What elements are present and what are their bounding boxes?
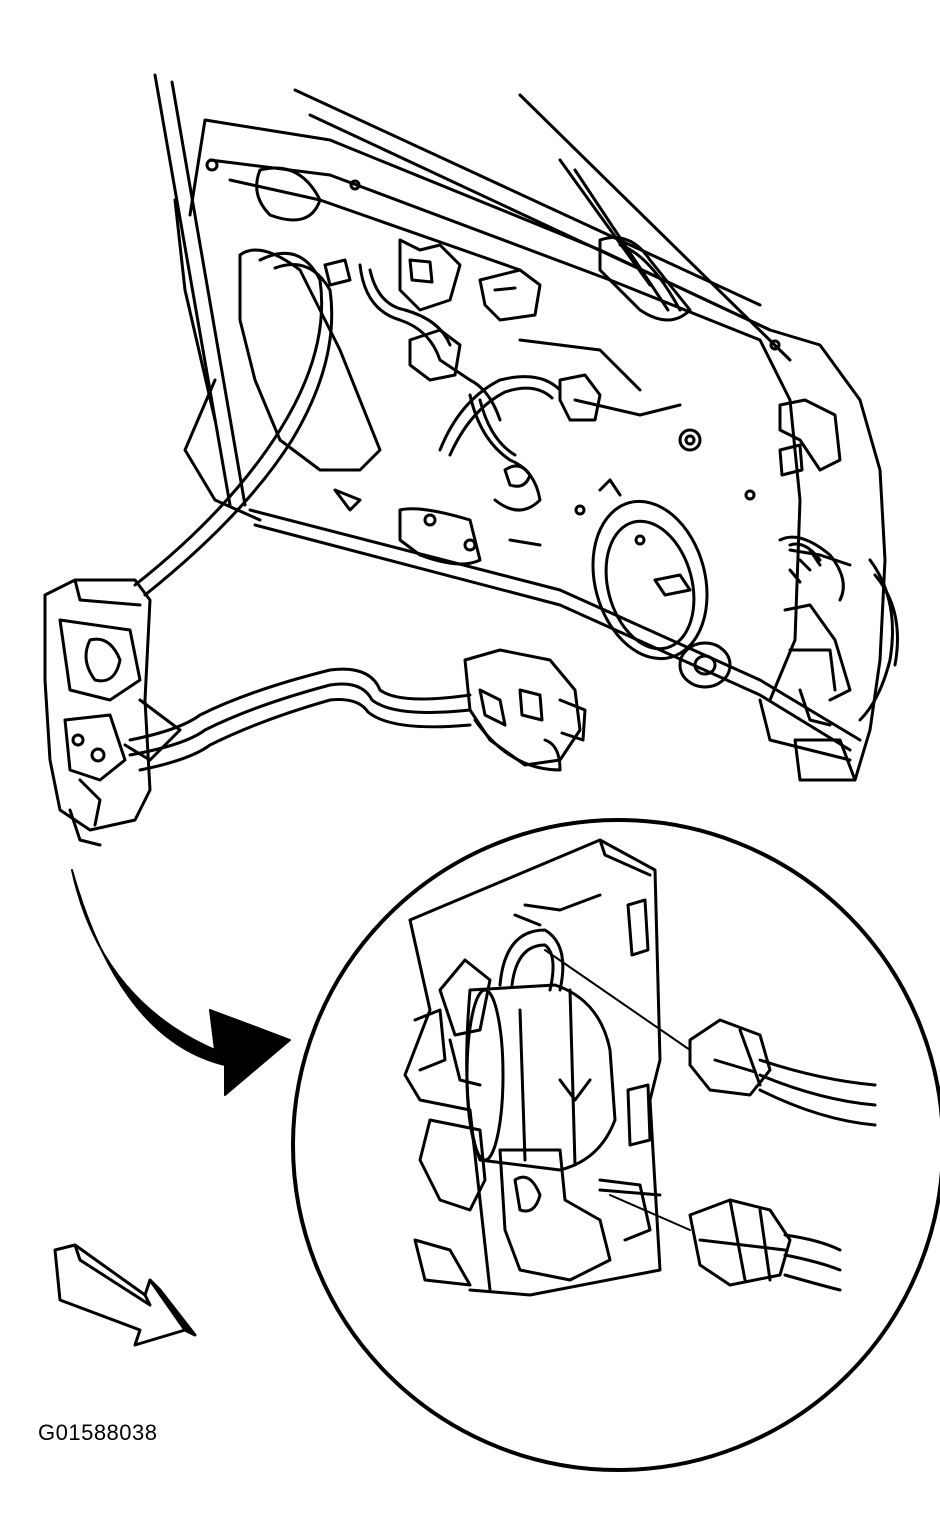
curved-callout-arrow (71, 869, 291, 1096)
lock-cable-rods (128, 251, 472, 772)
lock-actuator-detail (403, 838, 662, 1297)
door-inner-panel (153, 73, 899, 782)
electrical-connectors-detail (544, 949, 877, 1292)
outside-handle-assembly (463, 648, 587, 772)
wiring-harness (323, 238, 852, 597)
figure-id-label: G01588038 (38, 1420, 158, 1445)
detail-view-circle (291, 818, 940, 1472)
front-direction-arrow (53, 1243, 197, 1347)
lock-actuator-small (43, 578, 182, 847)
